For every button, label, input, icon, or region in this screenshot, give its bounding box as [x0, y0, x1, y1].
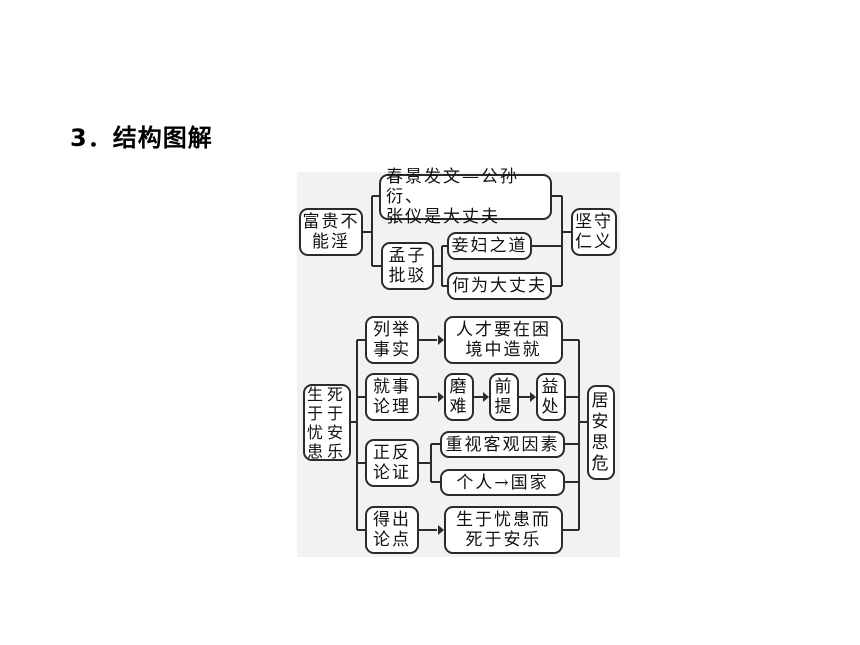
section-heading: 3．结构图解 [70, 124, 213, 152]
node-shengyu-youhuan: 生死 于于 忧安 患乐 [303, 384, 351, 461]
node-yichu: 益 处 [536, 373, 566, 421]
node-zhongshi-keguan: 重视客观因素 [440, 431, 565, 458]
node-shengyu-youhuan-thesis: 生于忧患而 死于安乐 [444, 506, 563, 554]
node-qiefu-zhidao: 妾妇之道 [447, 232, 532, 260]
node-hewei-dazhangfu: 何为大丈夫 [447, 272, 552, 300]
node-dechu-lundian: 得出 论点 [365, 506, 419, 554]
node-juan-siwei: 居 安 思 危 [587, 385, 615, 480]
node-zhengfan-lunzheng: 正反 论证 [365, 439, 419, 487]
node-geren-guojia: 个人→国家 [440, 469, 565, 496]
node-jiushi-lunli: 就事 论理 [365, 373, 419, 421]
node-monan: 磨 难 [444, 373, 474, 421]
node-qianti: 前 提 [489, 373, 519, 421]
node-fugui-buneng-yin: 富贵不 能淫 [299, 208, 363, 256]
node-rencai-kunjing: 人才要在困 境中造就 [444, 316, 563, 364]
node-jingchun-claim: 春景发文—公孙衍、 张仪是大丈夫 [379, 167, 552, 227]
node-jianshou-renyi: 坚守 仁义 [571, 208, 617, 256]
structure-diagram: 富贵不 能淫 春景发文—公孙衍、 张仪是大丈夫 孟子 批驳 妾妇之道 何为大丈夫… [297, 167, 620, 557]
node-lieju-shishi: 列举 事实 [365, 316, 419, 364]
connector-lines [351, 195, 587, 535]
node-mengzi-rebuttal: 孟子 批驳 [381, 242, 434, 290]
